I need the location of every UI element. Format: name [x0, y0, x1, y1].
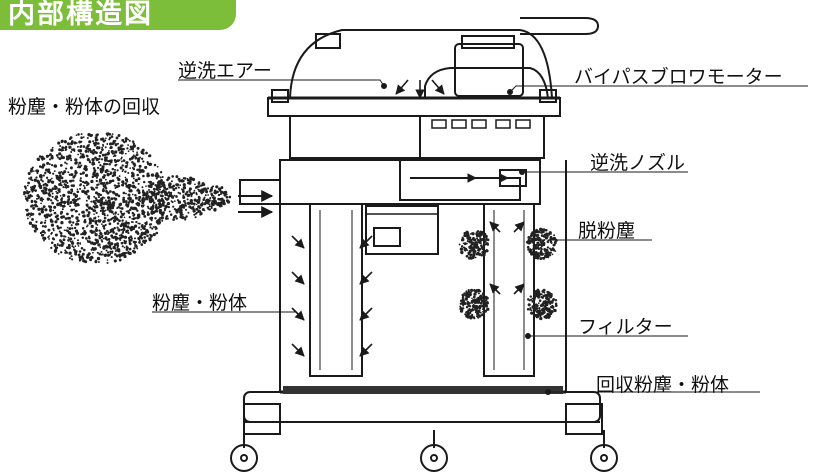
filter-right	[483, 203, 535, 377]
bumper-right	[565, 403, 603, 435]
motor-housing	[424, 67, 549, 99]
filter-left	[309, 203, 363, 377]
label-dust-recovery: 粉塵・粉体の回収	[8, 96, 161, 118]
label-dust-powder: 粉塵・粉体	[152, 292, 248, 314]
label-backwash-nozzle: 逆洗ノズル	[590, 152, 686, 174]
handle	[520, 17, 600, 35]
label-recovered-dust: 回収粉塵・粉体	[596, 374, 730, 396]
recovered-dust-layer	[283, 386, 563, 394]
lid-latch-left	[271, 89, 289, 103]
dust-cloud	[23, 132, 232, 264]
tank-body	[279, 160, 567, 393]
title-tab: 内部構造図	[0, 0, 236, 30]
label-filter: フィルター	[578, 316, 673, 338]
dust-clumps	[458, 227, 558, 321]
shaker-mechanism	[365, 205, 439, 255]
label-backwash-air: 逆洗エアー	[178, 60, 272, 82]
airflow-arrows	[291, 79, 525, 357]
upper-chamber	[289, 115, 545, 159]
backwash-nozzle	[399, 158, 521, 201]
motor-top	[461, 35, 515, 49]
lid-latch-right	[539, 89, 557, 103]
inlet-port	[239, 179, 281, 205]
motor-vents	[431, 119, 531, 129]
caster-wheels	[230, 430, 618, 472]
label-bypass-blower-motor: バイパスブロワモーター	[574, 66, 783, 88]
lid-dome	[289, 29, 553, 99]
bumper-left	[243, 403, 281, 435]
diagram-title: 内部構造図	[8, 0, 153, 30]
lid-valve	[315, 33, 341, 49]
bypass-blower-motor	[454, 43, 524, 97]
leader-dots	[381, 83, 551, 395]
lid-rim	[267, 97, 561, 117]
base-frame	[243, 391, 601, 423]
label-dust-removal: 脱粉塵	[578, 220, 636, 242]
